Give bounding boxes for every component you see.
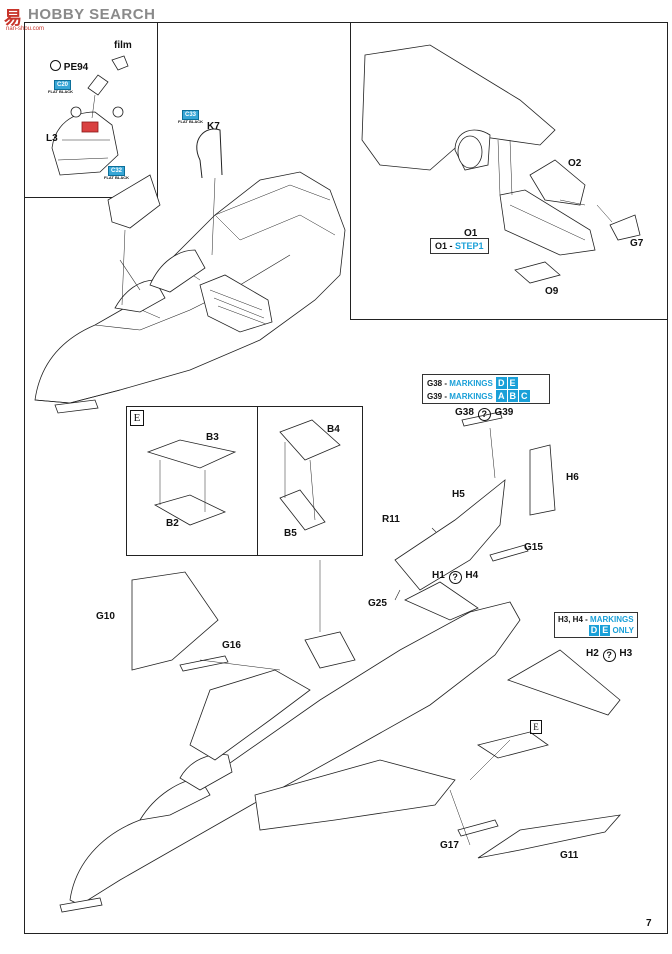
markings-badge-e: E bbox=[507, 377, 518, 389]
stabilizer-badge-d: D bbox=[588, 625, 600, 636]
watermark-logo: 易 bbox=[4, 8, 22, 29]
chip-bottom: C32 bbox=[108, 166, 125, 176]
label-r11: R11 bbox=[382, 514, 400, 525]
right-inset-frame bbox=[350, 22, 668, 320]
watermark: 易 HOBBY SEARCH nan-shou.com bbox=[4, 4, 164, 32]
markings-badge-d: D bbox=[496, 377, 507, 389]
label-b5: B5 bbox=[284, 528, 297, 539]
stabilizer-note-suffix: ONLY bbox=[612, 626, 635, 635]
lower-aircraft bbox=[59, 411, 622, 913]
stabilizer-note-label: MARKINGS bbox=[590, 615, 634, 624]
label-h1: H1 bbox=[432, 570, 445, 581]
watermark-title: HOBBY SEARCH bbox=[28, 6, 156, 23]
markings-badge-c: C bbox=[519, 390, 530, 402]
stabilizer-badge-e: E bbox=[600, 625, 611, 636]
label-g17: G17 bbox=[440, 840, 459, 851]
left-inset-frame bbox=[24, 22, 158, 198]
question-icon: ? bbox=[477, 408, 491, 421]
label-g10: G10 bbox=[96, 611, 115, 622]
markings-line-2-label: MARKINGS bbox=[449, 392, 493, 401]
label-g39: G39 bbox=[494, 407, 514, 418]
label-o2: O2 bbox=[568, 158, 582, 169]
o1-note-step: STEP1 bbox=[455, 241, 484, 251]
label-g16: G16 bbox=[222, 640, 241, 651]
label-g11: G11 bbox=[560, 850, 579, 861]
panels-art bbox=[146, 419, 341, 531]
label-pe94: PE94 bbox=[63, 62, 89, 73]
label-b2: B2 bbox=[166, 518, 179, 529]
label-g25: G25 bbox=[368, 598, 387, 609]
label-o1: O1 bbox=[464, 228, 478, 239]
chip-k7: C33 bbox=[182, 110, 199, 120]
chip-k7-note: FLAT BLACK bbox=[178, 119, 204, 124]
left-inset-art bbox=[51, 55, 129, 176]
o1-note: O1 - STEP1 bbox=[430, 238, 489, 254]
label-b4: B4 bbox=[327, 424, 340, 435]
watermark-subtitle: nan-shou.com bbox=[6, 26, 45, 32]
etch-icon bbox=[50, 60, 61, 71]
label-b3: B3 bbox=[206, 432, 219, 443]
question-icon: ? bbox=[448, 571, 462, 584]
panels-frame-right bbox=[257, 406, 363, 556]
label-h3: H3 bbox=[619, 648, 633, 659]
markings-badge-a: A bbox=[496, 390, 507, 402]
page-frame bbox=[24, 22, 668, 934]
stabilizer-note-prefix: H3, H4 - bbox=[558, 615, 588, 624]
label-o9: O9 bbox=[545, 286, 559, 297]
label-h2-h3: H2 ? H3 bbox=[586, 648, 632, 662]
markings-line-1-label: MARKINGS bbox=[449, 379, 493, 388]
stabilizer-note-line-1: H3, H4 - MARKINGS bbox=[558, 614, 634, 625]
label-h6: H6 bbox=[566, 472, 579, 483]
chip-bottom-note: FLAT BLACK bbox=[104, 175, 130, 180]
question-icon: ? bbox=[602, 649, 616, 662]
upper-aircraft bbox=[34, 128, 346, 414]
label-h5: H5 bbox=[452, 489, 465, 500]
right-inset-art bbox=[361, 44, 641, 284]
label-h4: H4 bbox=[465, 570, 479, 581]
markings-line-1-prefix: G38 - bbox=[427, 379, 448, 388]
label-l3: L3 bbox=[46, 133, 58, 144]
pe94-part: PE94 bbox=[50, 60, 88, 73]
markings-line-2-prefix: G39 - bbox=[427, 392, 448, 401]
lower-tag-e: E bbox=[530, 720, 542, 734]
chip-top-note: FLAT BLACK bbox=[48, 89, 74, 94]
label-g15: G15 bbox=[524, 542, 543, 553]
label-k7: K7 bbox=[207, 121, 220, 132]
label-film: film bbox=[114, 40, 132, 51]
o1-note-prefix: O1 - bbox=[435, 241, 453, 251]
label-g38-g39: G38 ? G39 bbox=[455, 407, 513, 421]
panel-tag-left: E bbox=[130, 410, 144, 426]
label-g7: G7 bbox=[630, 238, 644, 249]
chip-top: C20 bbox=[54, 80, 71, 90]
label-h2: H2 bbox=[586, 648, 599, 659]
page-number: 7 bbox=[646, 918, 652, 929]
label-g38: G38 bbox=[455, 407, 474, 418]
label-h1-h4: H1 ? H4 bbox=[432, 570, 478, 584]
markings-badge-b: B bbox=[507, 390, 519, 402]
